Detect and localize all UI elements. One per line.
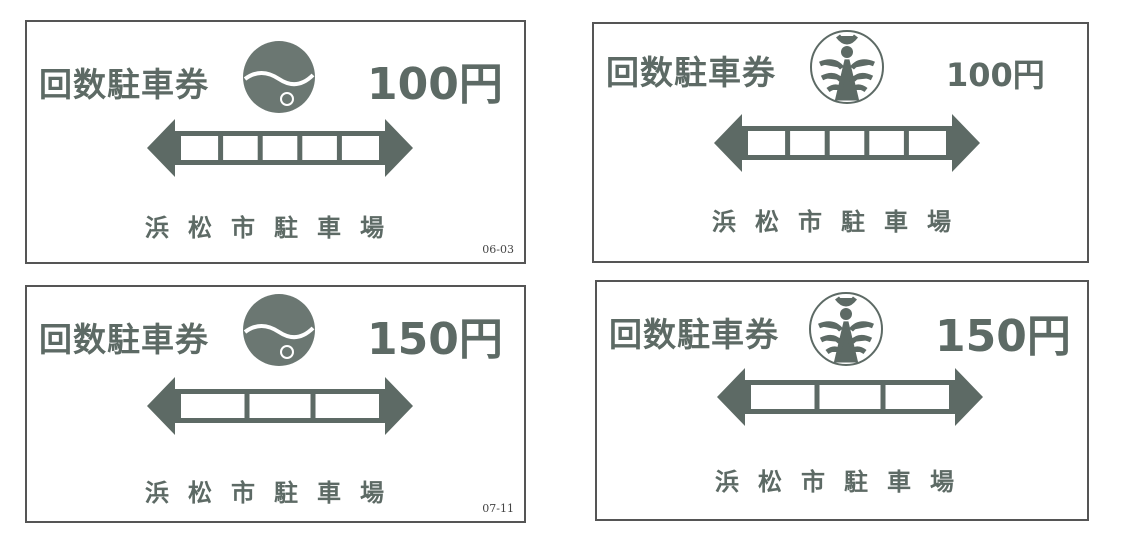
- stamp-box-divider: [244, 392, 250, 420]
- parking-name: 浜松市駐車場: [145, 214, 403, 242]
- ticket-title: 回数駐車券: [39, 65, 209, 104]
- stamp-box-divider: [824, 129, 830, 157]
- ticket-100-yen-old: 回数駐車券 100円 浜松市駐車場 06-03: [25, 20, 526, 264]
- stamp-box-divider: [864, 129, 870, 157]
- double-arrow-icon: [147, 377, 413, 435]
- city-crest-icon: [810, 30, 884, 104]
- stamp-box-divider: [814, 383, 820, 411]
- stamp-arrow: [147, 377, 413, 435]
- double-arrow-icon: [147, 119, 413, 177]
- ticket-title: 回数駐車券: [39, 320, 209, 359]
- wave-emblem-icon: [243, 41, 315, 113]
- parking-name: 浜松市駐車場: [145, 479, 403, 507]
- ticket-price: 150円: [367, 314, 503, 365]
- stamp-box-divider: [903, 129, 909, 157]
- stamp-box-divider: [336, 134, 342, 162]
- ticket-title: 回数駐車券: [606, 53, 776, 92]
- stamp-arrow: [714, 114, 980, 172]
- city-crest-icon: [809, 292, 883, 366]
- wave-emblem-icon: [243, 294, 315, 366]
- stamp-box-divider: [257, 134, 263, 162]
- ticket-code: 07-11: [482, 502, 514, 515]
- ticket-price: 100円: [367, 59, 503, 110]
- stamp-arrow: [147, 119, 413, 177]
- ticket-150-yen-old: 回数駐車券 150円 浜松市駐車場 07-11: [25, 285, 526, 523]
- parking-name: 浜松市駐車場: [712, 208, 970, 236]
- double-arrow-icon: [717, 368, 983, 426]
- double-arrow-icon: [714, 114, 980, 172]
- ticket-code: 06-03: [482, 243, 514, 256]
- stamp-box-divider: [785, 129, 791, 157]
- stamp-box-divider: [297, 134, 303, 162]
- parking-name: 浜松市駐車場: [715, 468, 973, 496]
- ticket-150-yen-new: 回数駐車券 150円 浜松市駐車場: [595, 280, 1089, 521]
- stamp-arrow: [717, 368, 983, 426]
- ticket-title: 回数駐車券: [609, 315, 779, 354]
- stamp-box-divider: [218, 134, 224, 162]
- ticket-price: 100円: [946, 56, 1045, 94]
- ticket-100-yen-new: 回数駐車券 100円 浜松市駐車場: [592, 22, 1089, 263]
- stamp-box-divider: [880, 383, 886, 411]
- ticket-price: 150円: [935, 311, 1071, 362]
- stamp-box-divider: [310, 392, 316, 420]
